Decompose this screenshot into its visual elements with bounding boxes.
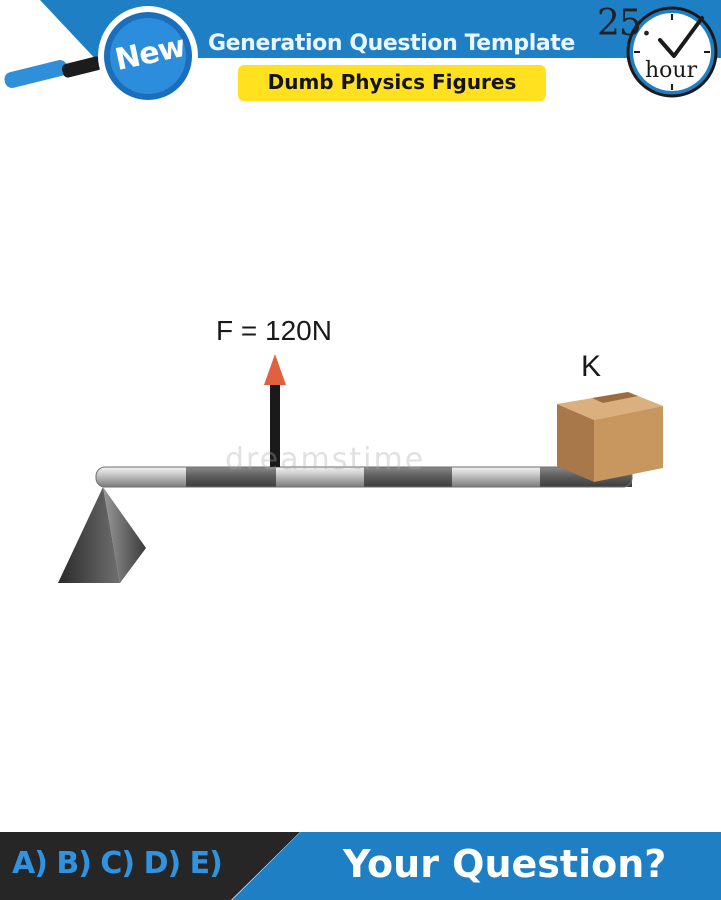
clock-icon [626, 6, 718, 98]
clock-number: 25. [597, 3, 652, 44]
subtitle-pill [238, 65, 546, 101]
checkmark-icon [658, 16, 704, 58]
box-icon [557, 392, 663, 482]
footer-question-band [232, 832, 721, 900]
force-label: F = 120N [216, 315, 332, 346]
figure-subtitle: Dumb Physics Figures [267, 70, 517, 94]
fulcrum-icon [58, 487, 146, 583]
template-title: Generation Question Template [208, 31, 575, 56]
lever-bar [95, 466, 633, 488]
mass-label: K [581, 350, 602, 383]
magnifier-icon [4, 6, 198, 106]
answer-options: A) B) C) D) E) [12, 846, 223, 881]
clock-unit: hour [645, 58, 698, 83]
your-question: Your Question? [343, 842, 667, 886]
force-arrow-icon [264, 354, 286, 467]
watermark: dreamstime [225, 442, 426, 477]
